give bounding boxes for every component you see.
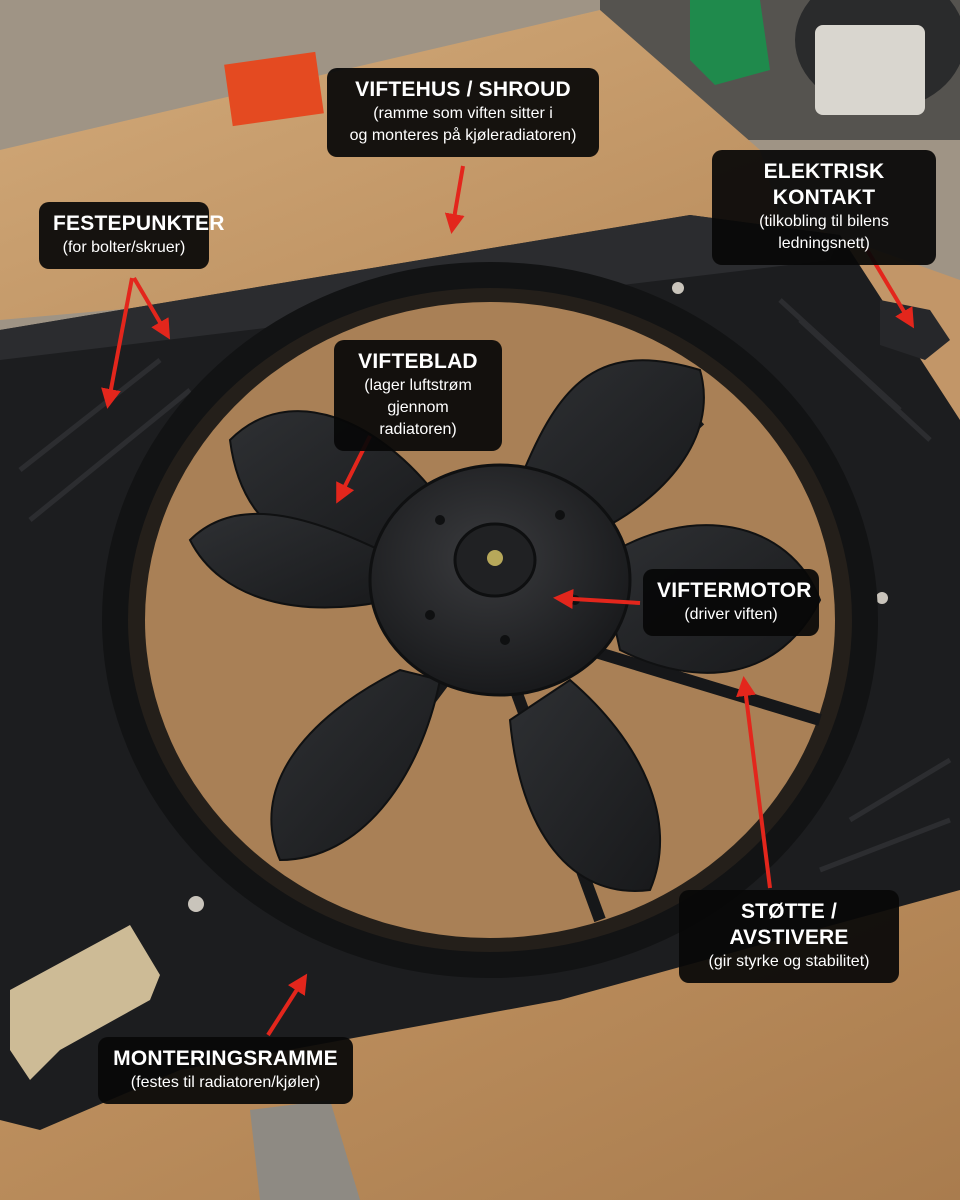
- fan-blades: [188, 359, 822, 892]
- tape-patch: [10, 925, 160, 1080]
- label-mounting-points: FESTEPUNKTER (for bolter/skruer): [39, 202, 225, 269]
- label-braces-title: STØTTE / AVSTIVERE: [729, 900, 849, 949]
- arrow-motor: [553, 588, 641, 609]
- cardboard-sticker: [224, 51, 324, 127]
- label-blades-subtitle: (lager luftstrøm gjennom radiatoren): [364, 377, 472, 438]
- mounting-hole-right: [876, 592, 888, 604]
- label-frame-title: MONTERINGSRAMME: [113, 1047, 338, 1070]
- green-cloth: [690, 0, 770, 85]
- label-frame: MONTERINGSRAMME (festes til radiatoren/k…: [98, 1037, 353, 1104]
- arrow-shroud: [444, 165, 465, 234]
- arrow-mounting-right: [132, 276, 171, 340]
- label-motor-title: VIFTERMOTOR: [657, 579, 812, 602]
- shroud-ribs: [18, 298, 952, 873]
- label-connector: ELEKTRISK KONTAKT (tilkobling til bilens…: [712, 150, 936, 265]
- label-blades: VIFTEBLAD (lager luftstrøm gjennom radia…: [334, 340, 502, 451]
- arrow-braces: [736, 676, 772, 889]
- motor-shaft: [487, 550, 503, 566]
- mounting-hole-bottom: [188, 896, 204, 912]
- torn-cardboard: [250, 1100, 360, 1200]
- arrow-frame: [266, 973, 308, 1037]
- fan-assembly: [102, 262, 878, 978]
- label-braces-subtitle: (gir styrke og stabilitet): [708, 953, 870, 970]
- label-connector-subtitle: (tilkobling til bilens ledningsnett): [759, 213, 889, 252]
- label-braces: STØTTE / AVSTIVERE (gir styrke og stabil…: [679, 890, 899, 983]
- label-blades-title: VIFTEBLAD: [358, 350, 478, 373]
- label-connector-title: ELEKTRISK KONTAKT: [763, 160, 885, 209]
- label-motor-subtitle: (driver viften): [684, 606, 778, 623]
- label-shroud-title: VIFTEHUS / SHROUD: [355, 78, 571, 101]
- label-motor: VIFTERMOTOR (driver viften): [643, 569, 819, 636]
- label-mounting-points-title: FESTEPUNKTER: [53, 212, 225, 235]
- arrow-mounting-left: [101, 277, 134, 409]
- mounting-hole-top: [672, 282, 684, 294]
- bucket-label: [815, 25, 925, 115]
- label-shroud: VIFTEHUS / SHROUD (ramme som viften sitt…: [327, 68, 599, 157]
- label-frame-subtitle: (festes til radiatoren/kjøler): [130, 1074, 321, 1091]
- label-mounting-points-subtitle: (for bolter/skruer): [62, 239, 186, 256]
- label-shroud-subtitle: (ramme som viften sitter i og monteres p…: [349, 105, 577, 144]
